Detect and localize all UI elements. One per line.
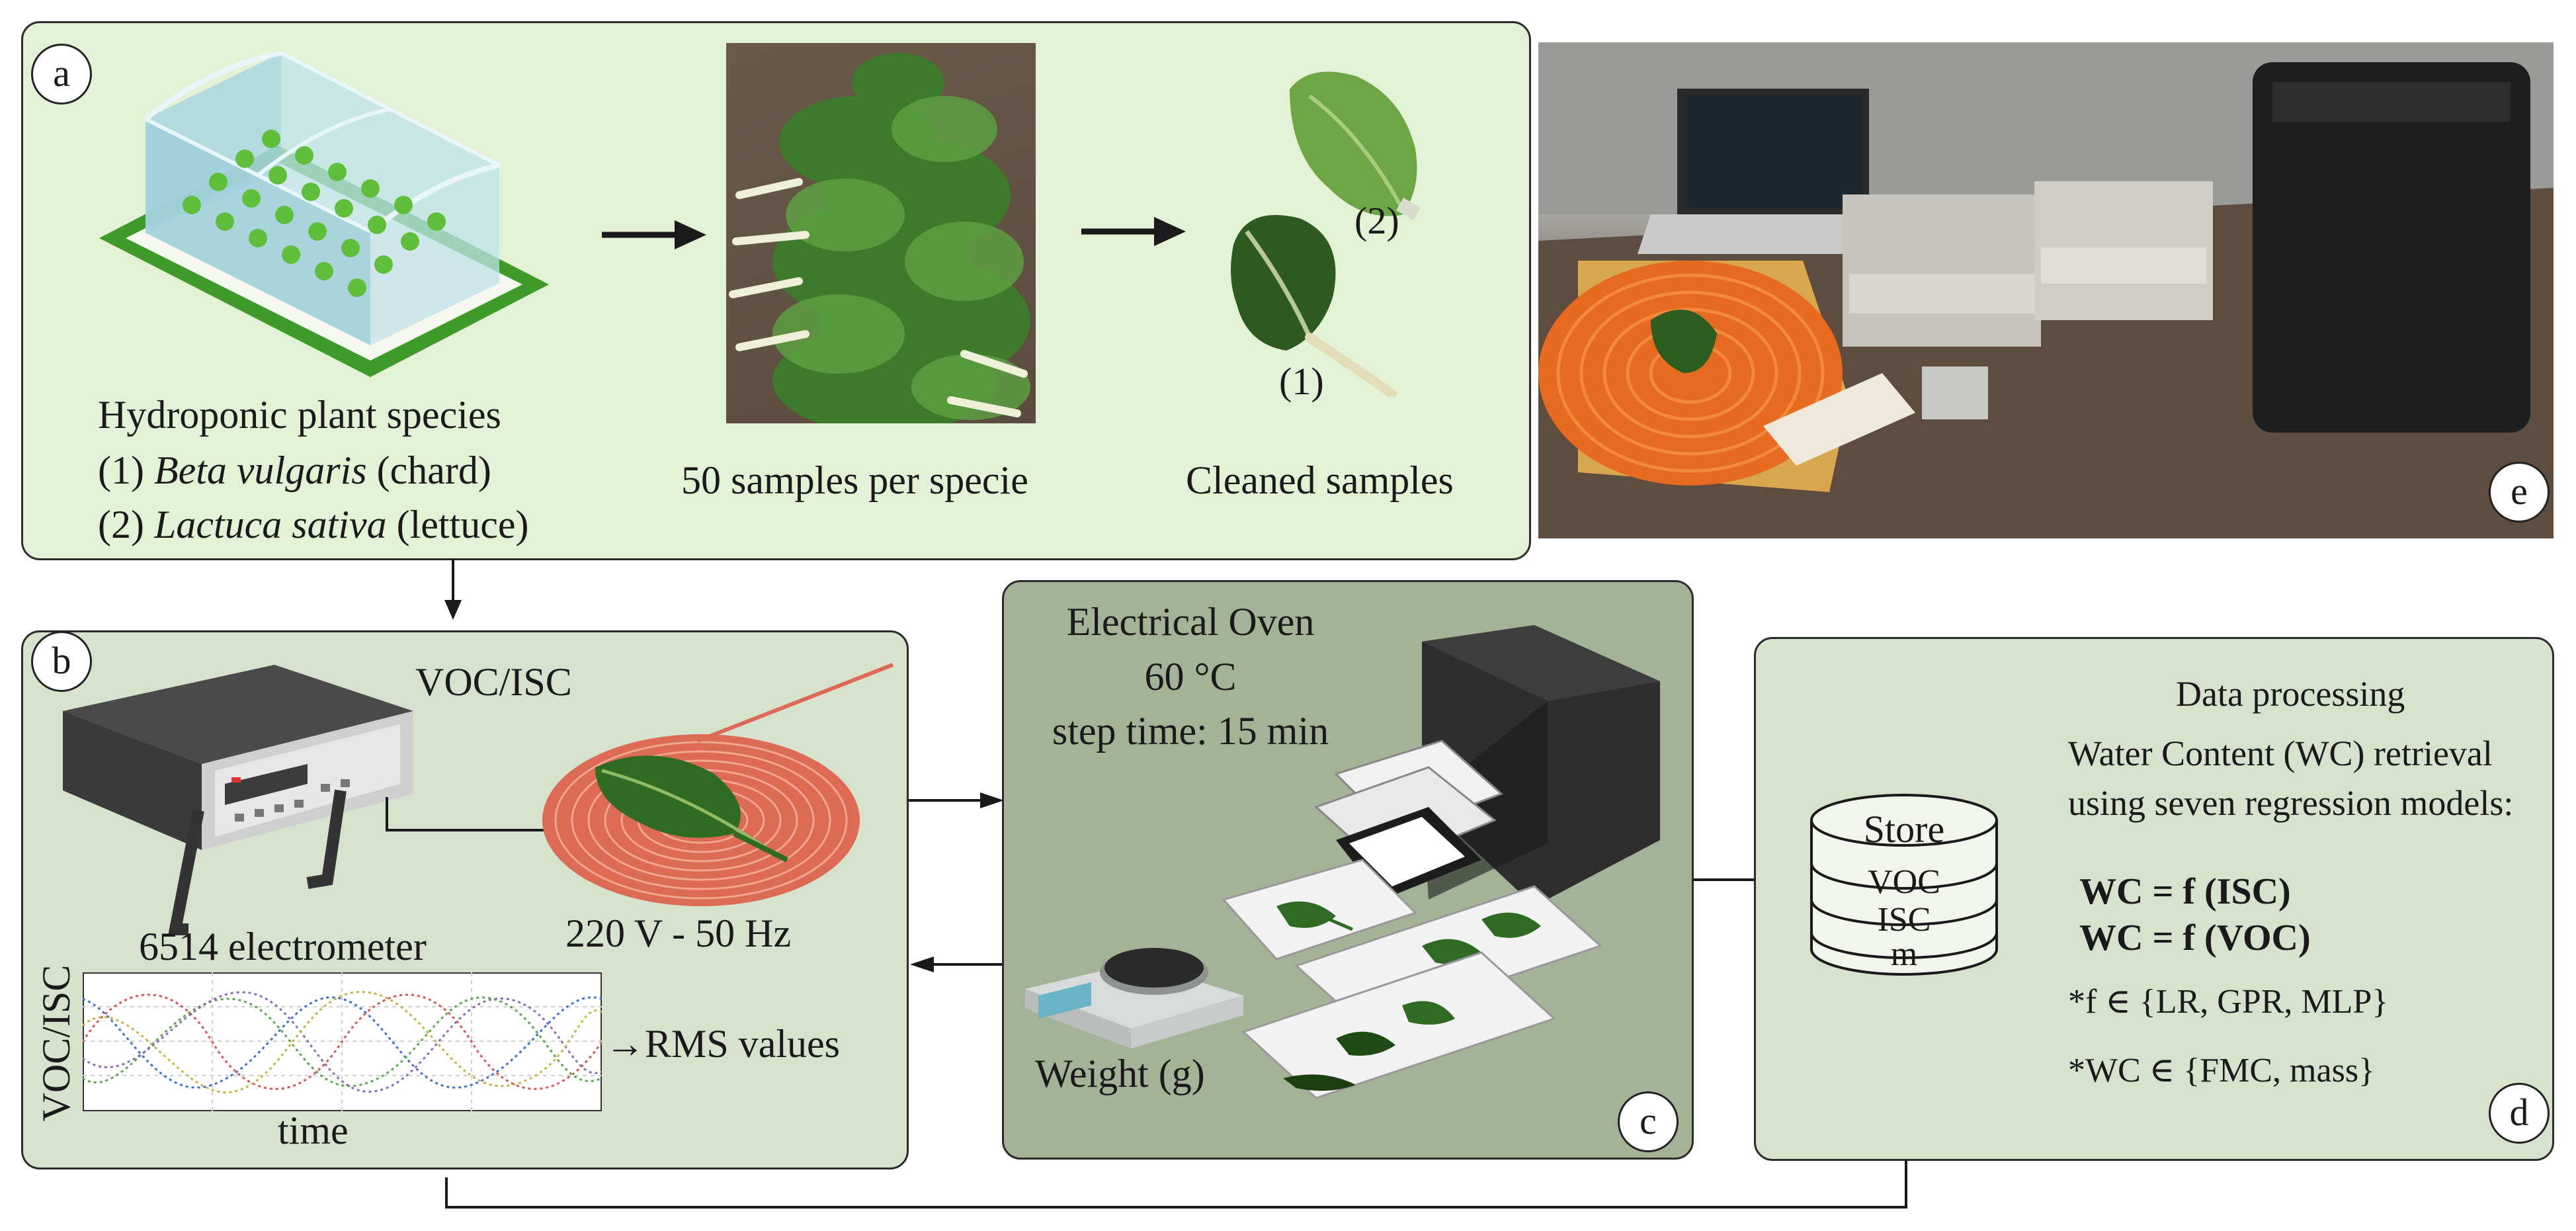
panel-b-letter: b [31, 631, 92, 692]
samples-photo [726, 43, 1036, 423]
store-row-isc: ISC [1877, 901, 1931, 939]
processing-title: Data processing [2176, 674, 2405, 714]
copper-coil-illustration [542, 663, 894, 906]
coil-caption: 220 V - 50 Hz [565, 912, 792, 955]
species-2-name: Lactuca sativa [153, 503, 387, 546]
samples-caption: 50 samples per specie [681, 458, 1028, 502]
species-2-num: (2) [98, 503, 144, 546]
processing-line-2: using seven regression models: [2068, 783, 2514, 823]
set-wc: *WC ∈ {FMC, mass} [2068, 1052, 2376, 1089]
panel-a-letter: a [31, 44, 92, 105]
plot-ylabel: VOC/ISC [34, 964, 78, 1122]
species-1-name: Beta vulgaris [153, 448, 367, 492]
plot-xlabel: time [278, 1109, 349, 1152]
chard-leaf [1231, 215, 1397, 397]
species-1-num: (1) [98, 448, 144, 492]
arrow-right-icon [1081, 217, 1186, 246]
electrometer-illustration [63, 665, 413, 935]
species-2: (2) Lactuca sativa (lettuce) [98, 503, 528, 546]
oven-line-2: 60 °C [1144, 655, 1237, 699]
arrow-c-to-b [910, 956, 1007, 972]
voc-isc-label: VOC/ISC [415, 660, 572, 704]
species-2-common: (lettuce) [396, 503, 529, 546]
species-title: Hydroponic plant species [98, 393, 501, 437]
store-row-voc: VOC [1868, 863, 1940, 901]
electrometer-caption: 6514 electrometer [139, 925, 427, 968]
weight-caption: Weight (g) [1035, 1052, 1205, 1095]
store-database-icon [1810, 794, 1998, 976]
leaf-1-label: (1) [1279, 360, 1324, 403]
scale-illustration [1025, 948, 1243, 1048]
lettuce-leaf [1290, 71, 1421, 220]
formula-2: WC = f (VOC) [2079, 917, 2311, 958]
set-f: *f ∈ {LR, GPR, MLP} [2068, 983, 2389, 1021]
arrow-b-to-c [907, 792, 1004, 808]
oven-line-3: step time: 15 min [1052, 709, 1329, 753]
panel-c-letter: c [1618, 1091, 1679, 1152]
panel-e-letter: e [2489, 462, 2550, 523]
processing-line-1: Water Content (WC) retrieval [2068, 734, 2493, 773]
waveform-plot [83, 972, 602, 1111]
oven-line-1: Electrical Oven [1066, 600, 1315, 644]
lab-setup-photo [1538, 42, 2554, 538]
arrow-a-to-b [444, 559, 462, 620]
cleaned-caption: Cleaned samples [1186, 458, 1454, 502]
formula-1: WC = f (ISC) [2079, 871, 2291, 912]
rms-label: →RMS values [605, 1022, 841, 1066]
greenhouse-illustration [99, 50, 549, 377]
species-1-common: (chard) [376, 448, 491, 492]
leaf-2-label: (2) [1354, 199, 1399, 242]
species-1: (1) Beta vulgaris (chard) [98, 448, 491, 492]
oven-illustration [1222, 625, 1660, 1099]
arrow-right-icon [602, 220, 706, 249]
store-title: Store [1863, 808, 1945, 851]
panel-d-letter: d [2489, 1083, 2550, 1144]
store-row-m: m [1890, 935, 1918, 973]
